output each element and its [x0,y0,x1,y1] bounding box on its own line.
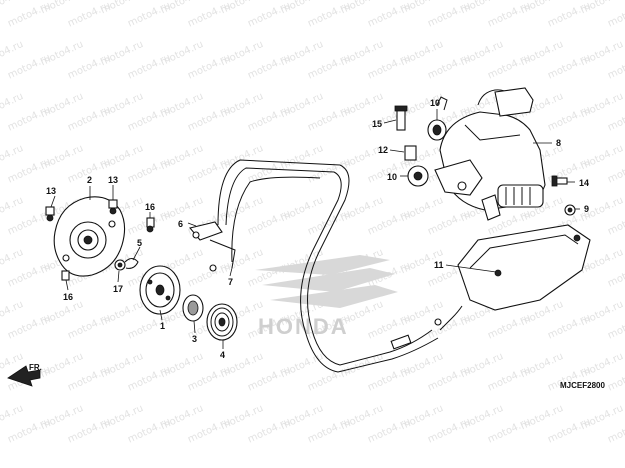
part-4-spring [206,303,238,341]
mount-10-left [407,165,429,187]
callouts: 2 13 13 16 5 16 17 1 3 4 6 7 8 9 14 10 1… [46,98,589,360]
callout-6: 6 [178,219,183,229]
callout-4: 4 [220,350,225,360]
part-8-actuator [434,87,546,221]
part-6-bracket [189,221,223,241]
callout-1: 1 [160,321,165,331]
callout-11: 11 [434,260,444,270]
collar-12 [404,145,417,161]
callout-12: 12 [378,145,388,155]
fr-direction-arrow: FR. [7,363,42,387]
callout-14: 14 [579,178,589,188]
callout-17: 17 [113,284,123,294]
callout-3: 3 [192,334,197,344]
part-5-clip [124,258,139,269]
part-17-nut [114,259,126,271]
watermark-text: moto4.ru [606,156,625,185]
callout-10-left: 10 [387,172,397,182]
diagram-code: MJCEF2800 [560,381,605,390]
watermark-text: moto4.ru [606,312,625,341]
mount-10-top [427,119,447,141]
watermark-text: moto4.ru [606,208,625,237]
callout-16-right: 16 [145,202,155,212]
callout-5: 5 [137,238,142,248]
watermark-text: moto4.ru [606,364,625,393]
part-11-cover [457,224,591,311]
part-1-pulley [139,265,181,315]
callout-2: 2 [87,175,92,185]
bolt-15 [394,105,408,131]
watermark-text: moto4.ru [606,260,625,289]
bolt-13-left [45,206,55,222]
leader-lines [50,109,580,349]
callout-9: 9 [584,204,589,214]
bolt-14 [551,175,568,187]
callout-10-top: 10 [430,98,440,108]
bolt-16-left [61,270,70,281]
watermark-text: moto4.ru [606,416,625,445]
callout-13-right: 13 [108,175,118,185]
bolt-13-right [108,199,118,215]
fr-label: FR. [29,363,42,372]
callout-7: 7 [228,277,233,287]
watermark-text: moto4.ru [606,0,625,29]
part-2-cover [53,196,126,277]
washer-9 [564,204,576,216]
part-7-stay [209,239,236,272]
callout-15: 15 [372,119,382,129]
callout-8: 8 [556,138,561,148]
honda-wing-logo: HONDA [255,255,398,339]
throttle-cables [217,159,463,373]
bolt-16-right [146,217,155,233]
callout-13-left: 13 [46,186,56,196]
watermark-text: moto4.ru [606,52,625,81]
callout-16-left: 16 [63,292,73,302]
part-3-bushing [182,294,204,322]
watermark-text: moto4.ru [606,104,625,133]
